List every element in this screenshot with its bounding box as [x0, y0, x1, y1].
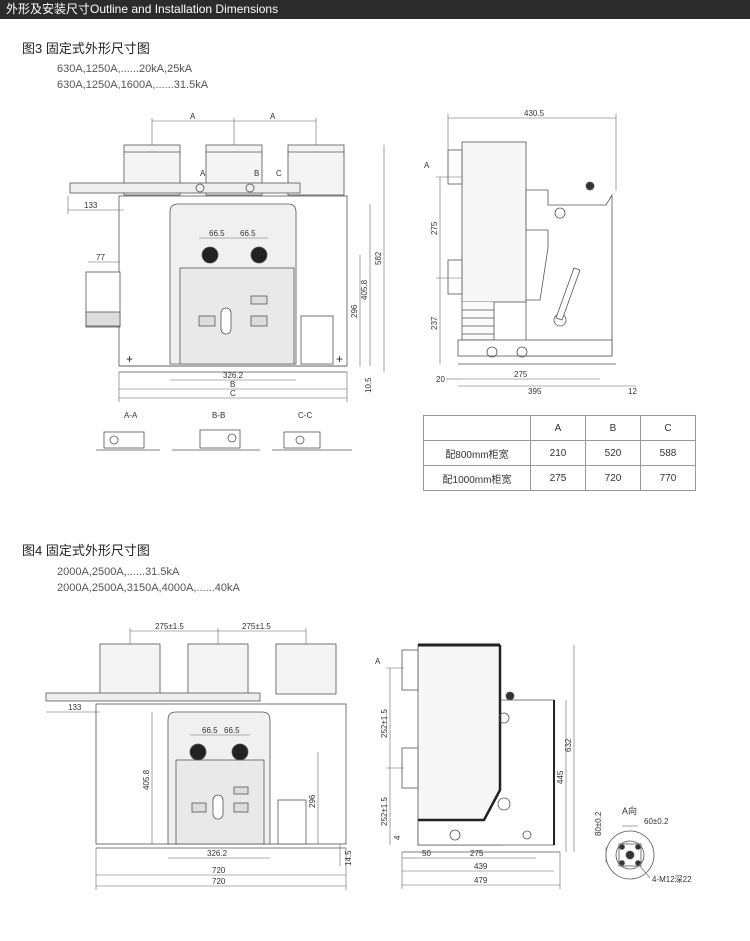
svg-text:4: 4 [393, 835, 402, 840]
svg-text:296: 296 [308, 794, 317, 808]
fig3-side-view [447, 141, 616, 365]
figure3-spec-2: 630A,1250A,1600A,......31.5kA [57, 79, 209, 91]
svg-text:326.2: 326.2 [223, 371, 244, 380]
fig4-a-view-flange [605, 830, 655, 880]
svg-text:66.5: 66.5 [224, 726, 240, 735]
svg-text:C: C [230, 389, 236, 398]
svg-text:C-C: C-C [298, 411, 312, 420]
svg-text:4-M12深22: 4-M12深22 [652, 875, 692, 884]
svg-text:20: 20 [436, 375, 445, 384]
svg-text:405.8: 405.8 [142, 769, 151, 790]
svg-text:133: 133 [84, 201, 98, 210]
svg-text:133: 133 [68, 703, 82, 712]
section-banner: 外形及安装尺寸Outline and Installation Dimensio… [0, 0, 750, 19]
table-cell: 720 [585, 465, 641, 491]
svg-text:50: 50 [422, 849, 431, 858]
svg-text:326.2: 326.2 [207, 849, 228, 858]
svg-text:252±1.5: 252±1.5 [380, 709, 389, 738]
fig3-front-view: + + [69, 144, 348, 373]
table-cell: 275 [530, 465, 586, 491]
svg-text:66.5: 66.5 [240, 229, 256, 238]
svg-text:720: 720 [212, 866, 226, 875]
figure3-title: 图3 固定式外形尺寸图 [22, 41, 150, 56]
table-cell: 520 [585, 440, 641, 466]
table-cell: 770 [640, 465, 696, 491]
figure4-spec-2: 2000A,2500A,3150A,4000A,......40kA [57, 582, 240, 594]
svg-text:10.5: 10.5 [364, 377, 373, 393]
svg-text:275±1.5: 275±1.5 [242, 622, 271, 631]
fig3-section-views [96, 429, 352, 451]
svg-text:A: A [270, 112, 276, 121]
fig4-a-view-dims [605, 825, 651, 879]
svg-text:77: 77 [96, 253, 105, 262]
svg-text:66.5: 66.5 [209, 229, 225, 238]
svg-text:12: 12 [628, 387, 637, 396]
svg-text:395: 395 [528, 387, 542, 396]
svg-text:439: 439 [474, 862, 488, 871]
svg-text:405.8: 405.8 [360, 279, 369, 300]
svg-text:14.5: 14.5 [344, 850, 353, 866]
banner-title: 外形及安装尺寸Outline and Installation Dimensio… [6, 2, 279, 16]
fig4-front-dim-labels: 275±1.5 275±1.5 133 66.5 66.5 405.8 296 … [68, 622, 353, 886]
fig4-front-dims [46, 628, 347, 890]
fig3-side-dims [436, 114, 636, 387]
svg-text:479: 479 [474, 876, 488, 885]
fig3-front-dims [67, 118, 385, 402]
svg-text:A向: A向 [622, 805, 637, 816]
fig4-side-dim-labels: A 252±1.5 252±1.5 632 445 4 50 275 439 4… [375, 657, 573, 885]
table-header-row: A B C [423, 415, 696, 441]
svg-text:A-A: A-A [124, 411, 138, 420]
table-cell: 210 [530, 440, 586, 466]
svg-text:A: A [190, 112, 196, 121]
svg-text:60±0.2: 60±0.2 [644, 817, 669, 826]
fig3-side-dim-labels: 430.5 A 275 237 20 275 395 12 [424, 109, 637, 396]
fig4-side-dims [386, 645, 575, 889]
svg-text:A: A [200, 169, 206, 178]
svg-text:720: 720 [212, 877, 226, 886]
table-header-cell [423, 415, 531, 441]
svg-text:+: + [126, 352, 133, 366]
fig4-a-view-labels: A向 60±0.2 80±0.2 4-M12深22 [594, 805, 692, 884]
svg-text:430.5: 430.5 [524, 109, 545, 118]
svg-text:A: A [424, 161, 430, 170]
table-cell: 588 [640, 440, 696, 466]
svg-text:+: + [336, 352, 343, 366]
svg-text:66.5: 66.5 [202, 726, 218, 735]
svg-text:C: C [276, 169, 282, 178]
svg-text:A: A [375, 657, 381, 666]
fig3-dimension-table: A B C 配800mm柜宽 210 520 588 配1000mm柜宽 275… [423, 415, 696, 491]
fig3-section-labels: A-A B-B C-C [124, 411, 312, 420]
figure4-spec-1: 2000A,2500A,......31.5kA [57, 566, 180, 578]
table-cell: 配1000mm柜宽 [423, 465, 531, 491]
fig3-front-dim-labels: A A 133 77 66.5 66.5 A B C 582 405.8 296… [84, 112, 383, 398]
svg-text:275±1.5: 275±1.5 [155, 622, 184, 631]
fig4-side-view [401, 643, 560, 853]
table-header-cell: B [585, 415, 641, 441]
svg-text:275: 275 [470, 849, 484, 858]
svg-text:275: 275 [430, 221, 439, 235]
table-header-cell: A [530, 415, 586, 441]
table-row: 配1000mm柜宽 275 720 770 [423, 465, 696, 491]
figure3-spec-1: 630A,1250A,......20kA,25kA [57, 63, 193, 75]
svg-text:B-B: B-B [212, 411, 225, 420]
svg-text:B: B [254, 169, 259, 178]
svg-text:582: 582 [374, 251, 383, 265]
fig4-front-view [45, 643, 347, 849]
svg-text:445: 445 [556, 770, 565, 784]
svg-text:632: 632 [564, 738, 573, 752]
table-header-cell: C [640, 415, 696, 441]
svg-text:237: 237 [430, 316, 439, 330]
svg-text:296: 296 [350, 304, 359, 318]
svg-text:275: 275 [514, 370, 528, 379]
table-cell: 配800mm柜宽 [423, 440, 531, 466]
svg-text:252±1.5: 252±1.5 [380, 797, 389, 826]
svg-text:B: B [230, 380, 235, 389]
table-row: 配800mm柜宽 210 520 588 [423, 440, 696, 466]
figure4-title: 图4 固定式外形尺寸图 [22, 543, 150, 558]
svg-text:80±0.2: 80±0.2 [594, 811, 603, 836]
